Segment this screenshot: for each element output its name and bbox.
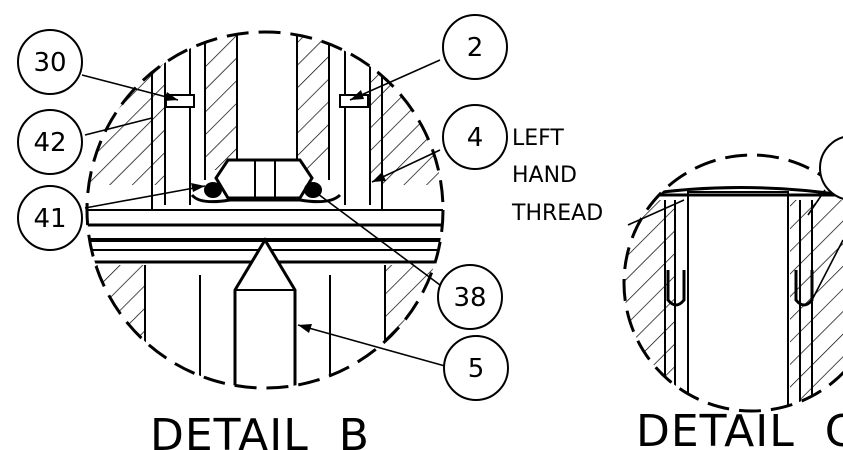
svg-text:5: 5 xyxy=(468,354,485,384)
balloon-41: 41 xyxy=(17,185,83,251)
svg-text:41: 41 xyxy=(33,204,66,234)
svg-text:THREAD: THREAD xyxy=(511,201,603,226)
balloon-38: 38 xyxy=(437,264,503,330)
balloon-2: 2 xyxy=(442,14,508,80)
svg-text:38: 38 xyxy=(453,283,486,313)
detail-c-partial-balloon xyxy=(819,136,843,200)
leader-lines xyxy=(81,59,843,367)
svg-text:30: 30 xyxy=(33,48,66,78)
svg-text:42: 42 xyxy=(33,128,66,158)
balloon-30: 30 xyxy=(17,29,83,95)
detail-b-title: DETAIL B xyxy=(150,410,370,450)
balloon-4: 4 xyxy=(442,104,508,170)
svg-text:2: 2 xyxy=(467,33,484,63)
detail-c-view xyxy=(625,186,843,411)
svg-text:HAND: HAND xyxy=(512,163,577,188)
detail-c-title: DETAIL C xyxy=(636,406,843,450)
left-hand-thread-note: LEFT HAND THREAD xyxy=(511,126,603,226)
svg-text:4: 4 xyxy=(467,123,484,153)
leader-arrowheads xyxy=(164,90,386,333)
detail-b-boundary xyxy=(85,30,445,390)
balloon-5: 5 xyxy=(443,335,509,401)
balloon-42: 42 xyxy=(17,109,83,175)
detail-c-boundary xyxy=(622,153,843,413)
svg-text:LEFT: LEFT xyxy=(512,126,564,151)
detail-b-view xyxy=(87,32,443,388)
